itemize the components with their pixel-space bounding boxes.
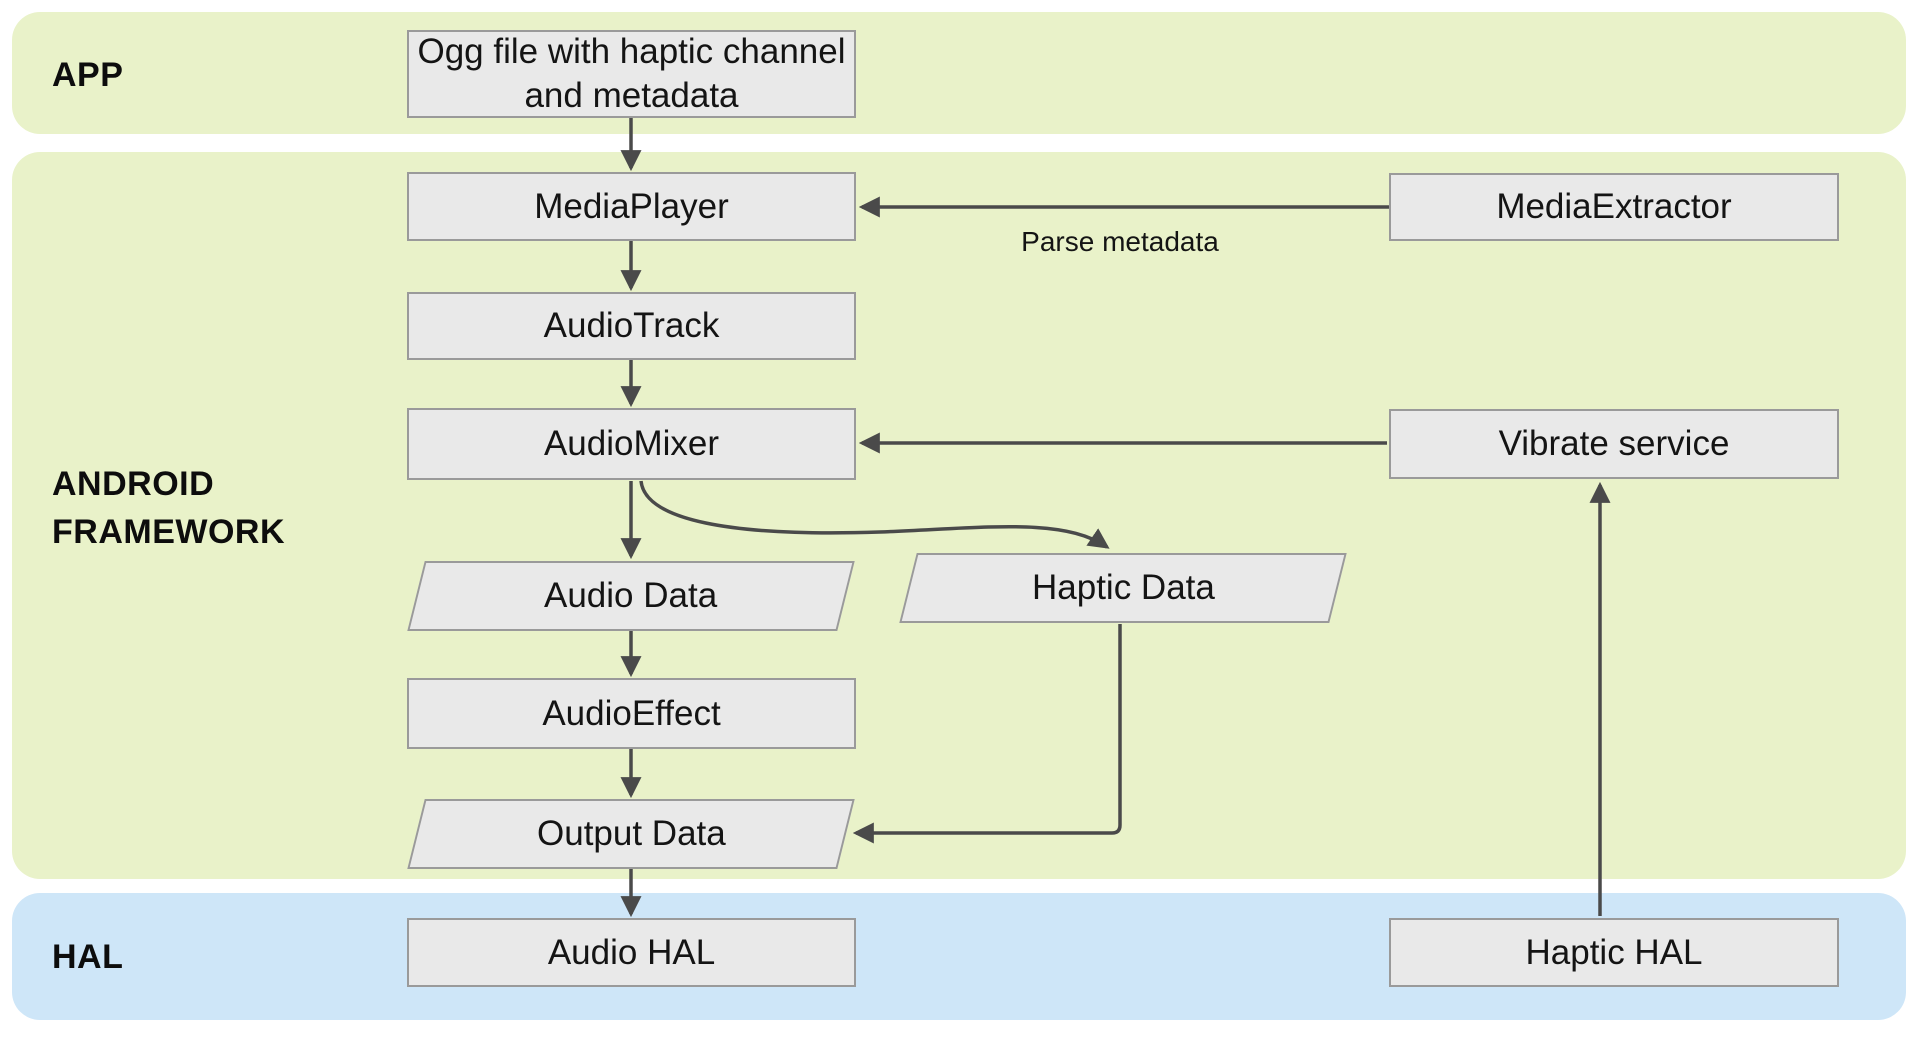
node-mediaextractor-label: MediaExtractor (1496, 187, 1732, 226)
node-haptic-hal: Haptic HAL (1389, 918, 1839, 987)
node-haptic-hal-label: Haptic HAL (1525, 932, 1703, 972)
band-android-framework-label: ANDROID FRAMEWORK (52, 465, 286, 551)
node-audiotrack: AudioTrack (407, 292, 856, 360)
node-audiomixer: AudioMixer (407, 408, 856, 480)
node-ogg-file: Ogg file with haptic channel and metadat… (407, 30, 856, 118)
node-output-data-label: Output Data (536, 814, 726, 853)
node-audio-hal: Audio HAL (407, 918, 856, 987)
band-android-framework (12, 152, 1906, 879)
node-haptic-data: Haptic Data (899, 553, 1347, 623)
node-audio-data: Audio Data (407, 561, 855, 631)
band-app-label: APP (52, 56, 124, 94)
band-hal-label: HAL (52, 938, 124, 976)
node-audio-hal-label: Audio HAL (547, 932, 716, 972)
node-vibrate-service-label: Vibrate service (1498, 424, 1730, 463)
arrow-hapticdata-to-outputdata (852, 624, 1122, 844)
node-output-data: Output Data (407, 799, 855, 869)
node-audioeffect-label: AudioEffect (542, 693, 721, 733)
node-mediaplayer: MediaPlayer (407, 172, 856, 241)
node-haptic-data-label: Haptic Data (1031, 568, 1215, 607)
edge-label-parse-metadata: Parse metadata (1021, 226, 1219, 257)
node-audiomixer-label: AudioMixer (543, 424, 720, 463)
node-mediaplayer-label: MediaPlayer (534, 186, 729, 226)
node-audio-data-label: Audio Data (544, 576, 718, 615)
node-mediaextractor: MediaExtractor (1389, 173, 1839, 241)
node-ogg-file-label: Ogg file with haptic channel and metadat… (417, 32, 846, 115)
node-audioeffect: AudioEffect (407, 678, 856, 749)
node-vibrate-service: Vibrate service (1389, 409, 1839, 479)
node-audiotrack-label: AudioTrack (543, 306, 720, 345)
arrow-audiomixer-to-hapticdata (639, 480, 1110, 549)
band-app (12, 12, 1906, 134)
